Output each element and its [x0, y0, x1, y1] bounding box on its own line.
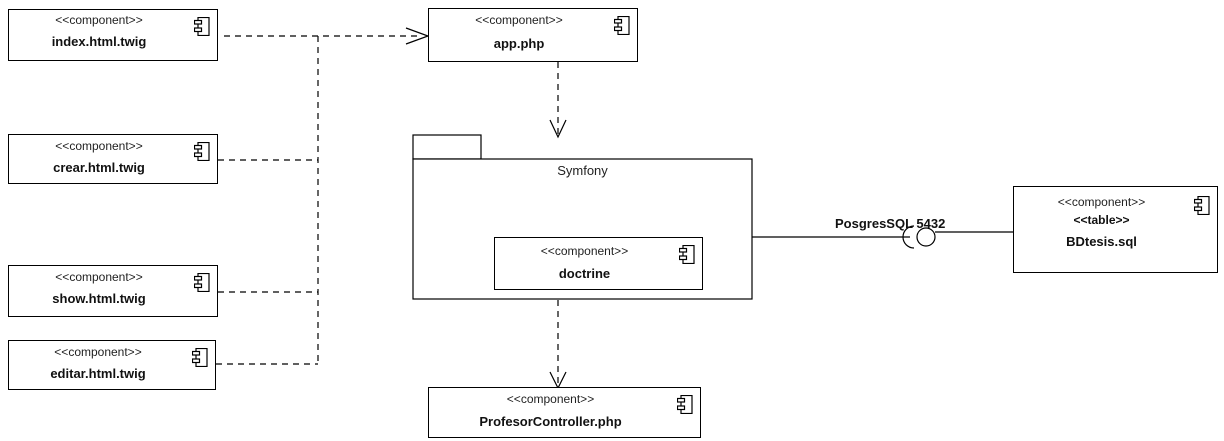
component-stereotype: <<component>>: [1057, 195, 1146, 209]
component-icon: [679, 245, 695, 264]
component-name: ProfesorController.php: [479, 414, 622, 429]
required-interface-socket: [902, 225, 915, 249]
component-stereotype-table: <<table>>: [1073, 213, 1130, 227]
component-stereotype: <<component>>: [475, 13, 563, 27]
component-stereotype: <<component>>: [55, 13, 143, 27]
component-name: index.html.twig: [51, 34, 147, 49]
component-stereotype: <<component>>: [55, 270, 143, 284]
package-name-symfony: Symfony: [557, 163, 608, 178]
component-name: doctrine: [558, 266, 611, 281]
component-stereotype: <<component>>: [540, 244, 629, 258]
interface-label: PosgresSQL 5432: [835, 216, 946, 231]
component-icon: [1194, 196, 1210, 215]
component-icon: [677, 395, 693, 414]
component-doctrine[interactable]: <<component>> doctrine: [494, 237, 703, 290]
provided-interface-lollipop: [916, 227, 936, 247]
component-icon: [614, 16, 630, 35]
symfony-package-tab: [412, 134, 482, 160]
component-name: show.html.twig: [52, 291, 146, 306]
component-stereotype: <<component>>: [54, 345, 142, 359]
component-index-html-twig[interactable]: <<component>> index.html.twig: [8, 9, 218, 61]
component-name: BDtesis.sql: [1066, 234, 1137, 249]
component-stereotype: <<component>>: [55, 139, 143, 153]
component-icon: [192, 348, 208, 367]
component-name: editar.html.twig: [50, 366, 146, 381]
component-editar-html-twig[interactable]: <<component>> editar.html.twig: [8, 340, 216, 390]
component-profesor-controller-php[interactable]: <<component>> ProfesorController.php: [428, 387, 701, 438]
component-name: crear.html.twig: [53, 160, 145, 175]
component-bdtesis-sql[interactable]: <<component>> <<table>> BDtesis.sql: [1013, 186, 1218, 273]
component-icon: [194, 273, 210, 292]
component-stereotype: <<component>>: [506, 392, 595, 406]
component-show-html-twig[interactable]: <<component>> show.html.twig: [8, 265, 218, 317]
component-name: app.php: [493, 36, 545, 51]
component-app-php[interactable]: <<component>> app.php: [428, 8, 638, 62]
component-icon: [194, 142, 210, 161]
component-icon: [194, 17, 210, 36]
component-crear-html-twig[interactable]: <<component>> crear.html.twig: [8, 134, 218, 184]
arrowhead-to-symfony: [549, 119, 567, 139]
